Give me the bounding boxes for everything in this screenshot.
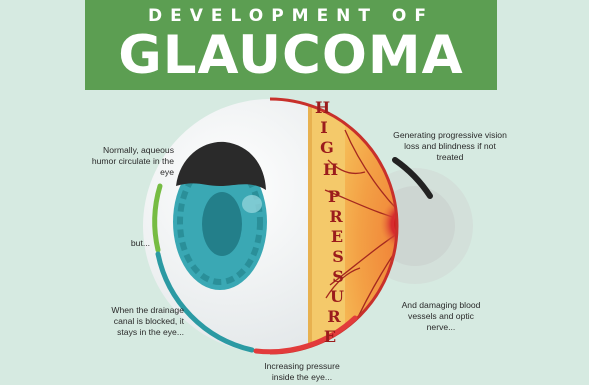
label-drainage: When the drainage canal is blocked, it s…	[92, 305, 184, 338]
band-letter: I	[317, 118, 331, 137]
band-letter: E	[323, 327, 337, 346]
band-letter: H	[323, 160, 337, 179]
band-letter: E	[330, 227, 344, 246]
label-damaging: And damaging blood vessels and optic ner…	[396, 300, 486, 333]
pressure-band-edge	[308, 90, 312, 370]
label-generating: Generating progressive vision loss and b…	[392, 130, 508, 163]
band-letter: S	[331, 247, 345, 266]
label-but: but...	[86, 238, 150, 249]
band-letter: H	[315, 98, 329, 117]
iris-highlight	[242, 195, 262, 213]
label-increasing: Increasing pressure inside the eye...	[252, 361, 352, 383]
band-letter: G	[320, 138, 334, 157]
band-letter: R	[327, 307, 341, 326]
band-letter: S	[331, 267, 345, 286]
band-letter: R	[329, 207, 343, 226]
label-normally: Normally, aqueous humor circulate in the…	[86, 145, 174, 178]
band-letter: P	[327, 187, 341, 206]
pupil	[202, 192, 242, 256]
band-letter: U	[330, 287, 344, 306]
